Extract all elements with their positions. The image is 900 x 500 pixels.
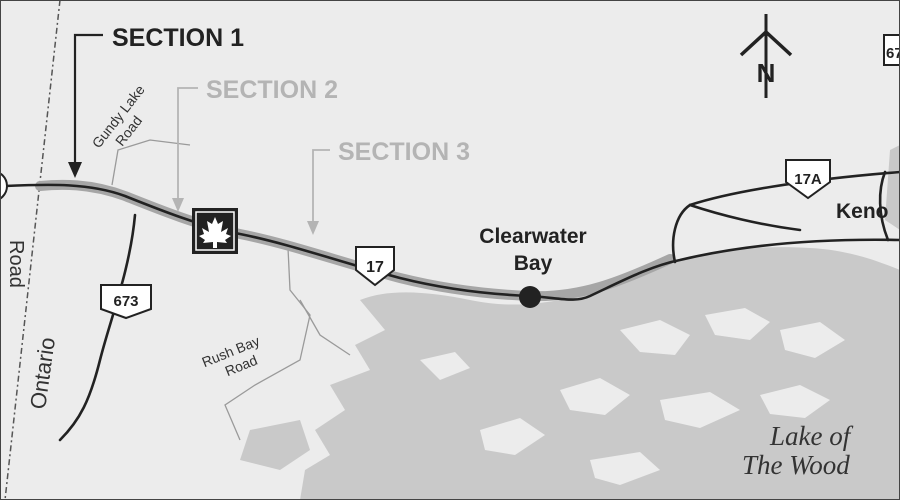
lake-label-line1: Lake of	[769, 421, 854, 451]
hwy-17a-label: 17A	[794, 171, 822, 188]
clearwater-bay-marker	[519, 286, 541, 308]
hwy-17-shield: 17	[355, 246, 395, 287]
clearwater-bay-label-1: Clearwater	[479, 225, 586, 248]
highway-17a-line	[671, 170, 900, 264]
islands	[420, 308, 845, 485]
hwy-17a-shield: 17A	[785, 159, 831, 200]
maple-leaf-icon	[192, 208, 238, 254]
highways	[3, 170, 900, 442]
lake-of-the-woods	[240, 145, 900, 500]
north-label: N	[757, 58, 776, 88]
hwy-partial-label: 67	[886, 45, 900, 62]
minor-roads	[111, 139, 351, 441]
section-1-callout: SECTION 1	[68, 24, 244, 178]
section-2-label: SECTION 2	[206, 76, 338, 104]
highway-17-line	[3, 183, 900, 301]
left-road-label: Road	[5, 240, 27, 288]
gundy-lake-road-line	[111, 139, 191, 186]
hwy-673-label: 673	[113, 293, 138, 310]
kenora-label: Keno	[836, 200, 889, 223]
lake-label-line2: The Wood	[742, 450, 850, 480]
section-3-label: SECTION 3	[338, 138, 470, 166]
hwy-partial-shield: 67	[883, 34, 900, 66]
rush-bay-road-line	[224, 247, 311, 441]
clearwater-bay-label-2: Bay	[514, 252, 553, 275]
kenora-road-line	[878, 170, 890, 242]
section-1-label: SECTION 1	[112, 24, 244, 52]
loop-road-line	[688, 203, 802, 232]
hwy-17-label: 17	[366, 259, 384, 276]
section-3-callout: SECTION 3	[307, 138, 470, 235]
rush-bay-spur	[299, 299, 351, 356]
north-arrow-icon: N	[739, 14, 793, 98]
left-route-marker	[0, 172, 8, 200]
hwy-673-shield: 673	[100, 284, 152, 320]
highway-673-line	[58, 213, 137, 442]
section-2-callout: SECTION 2	[172, 76, 338, 212]
